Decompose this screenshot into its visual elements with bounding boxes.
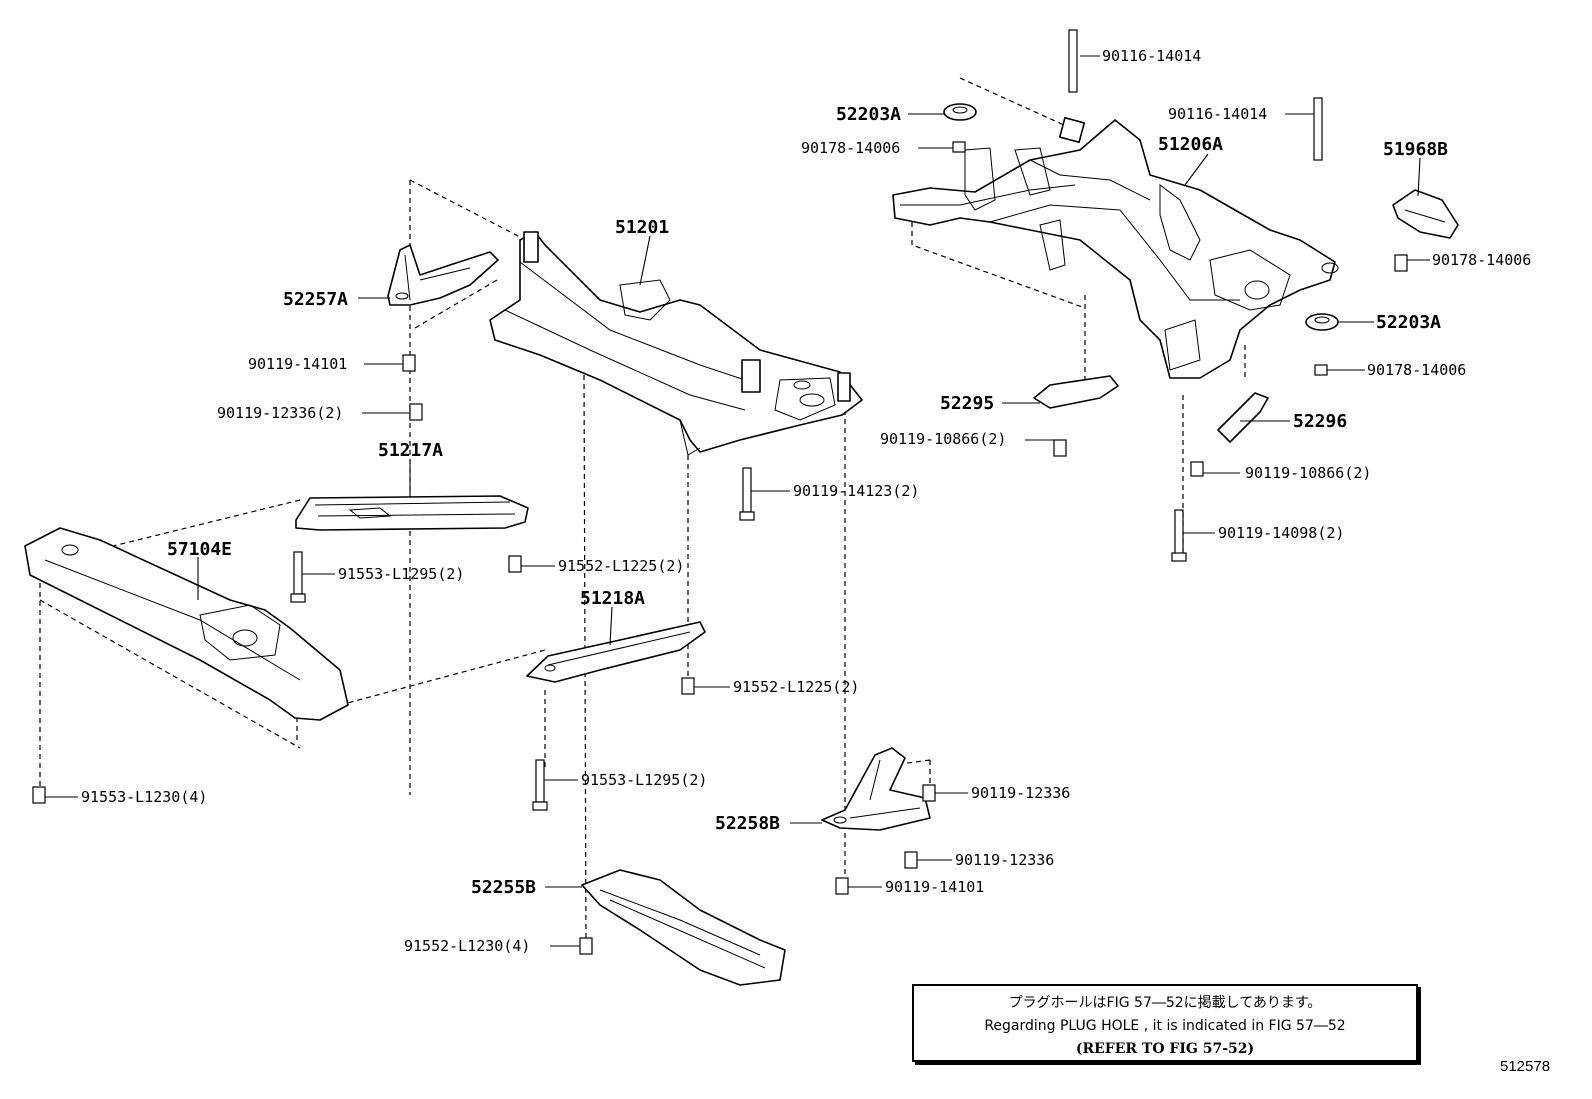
rail-51217a-drawing	[295, 495, 529, 531]
callout-label: 91553-L1230(4)	[81, 788, 207, 806]
fasteners	[32, 29, 1408, 955]
callout-label: 90116-14014	[1168, 105, 1267, 123]
callout-label: 52257A	[283, 289, 348, 310]
callout-label: 90119-14101	[885, 878, 984, 896]
callout-label: 51968B	[1383, 139, 1448, 160]
leader-lines	[45, 55, 1430, 947]
note-reference-text: (REFER TO FIG 57-52)	[1075, 1041, 1255, 1057]
callout-label: 90119-10866(2)	[1245, 464, 1371, 482]
rail-51218a-drawing	[526, 621, 706, 683]
callout-label: 90116-14014	[1102, 47, 1201, 65]
note-japanese-text: プラグホールはFIG 57―52に掲載してあります。	[1008, 995, 1322, 1011]
callout-label: 51201	[615, 217, 669, 238]
callout-label: 52258B	[715, 813, 780, 834]
callout-label: 90119-14101	[248, 355, 347, 373]
callout-label: 52255B	[471, 877, 536, 898]
small-parts-drawing	[943, 103, 1459, 443]
callout-label: 91552-L1230(4)	[404, 937, 530, 955]
callout-label: 51218A	[580, 588, 645, 609]
callout-label: 90119-12336	[971, 784, 1070, 802]
reference-note: プラグホールはFIG 57―52に掲載してあります。 Regarding PLU…	[912, 984, 1418, 1062]
callout-label: 90178-14006	[801, 139, 900, 157]
front-crossmember-drawing	[489, 231, 863, 456]
callout-label: 57104E	[167, 539, 232, 560]
rear-crossmember-drawing	[892, 116, 1339, 379]
plate-57104e-drawing	[24, 527, 349, 721]
callout-label: 90119-12336(2)	[217, 404, 343, 422]
callout-label: 51217A	[378, 440, 443, 461]
callout-label: 90119-10866(2)	[880, 430, 1006, 448]
callout-labels: 90116-14014 52203A 90116-14014 90178-140…	[81, 47, 1531, 955]
figure-number: 512578	[1500, 1058, 1551, 1075]
callout-label: 90119-14123(2)	[793, 482, 919, 500]
callout-label: 90119-12336	[955, 851, 1054, 869]
callout-label: 91553-L1295(2)	[581, 771, 707, 789]
callout-label: 52203A	[836, 104, 901, 125]
callout-label: 90178-14006	[1432, 251, 1531, 269]
callout-label: 90119-14098(2)	[1218, 524, 1344, 542]
bracket-52258b-drawing	[821, 747, 931, 831]
callout-label: 52295	[940, 393, 994, 414]
callout-label: 91552-L1225(2)	[733, 678, 859, 696]
note-english-text: Regarding PLUG HOLE , it is indicated in…	[984, 1018, 1346, 1034]
callout-label: 52296	[1293, 411, 1347, 432]
callout-label: 91552-L1225(2)	[558, 557, 684, 575]
brace-52255b-drawing	[581, 869, 786, 986]
callout-label: 91553-L1295(2)	[338, 565, 464, 583]
callout-label: 51206A	[1158, 134, 1223, 155]
callout-label: 52203A	[1376, 312, 1441, 333]
callout-label: 90178-14006	[1367, 361, 1466, 379]
bracket-52257a-drawing	[387, 244, 499, 306]
